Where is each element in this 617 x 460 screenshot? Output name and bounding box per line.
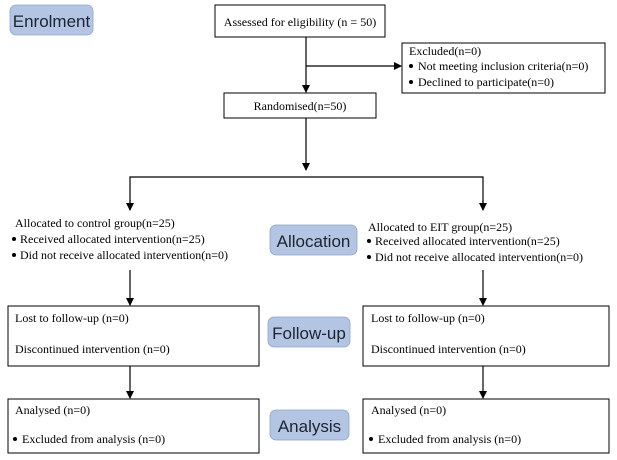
excluded-title: Excluded(n=0) <box>409 44 481 58</box>
bullet-icon <box>367 239 371 243</box>
randomised-box: Randomised(n=50) <box>223 92 377 119</box>
eit-lost-text: Lost to follow-up (n=0) <box>371 311 485 325</box>
assessed-text: Assessed for eligibility (n = 50) <box>224 15 376 29</box>
control-allocation: Allocated to control group(n=25) Receive… <box>12 216 228 262</box>
split-connector <box>129 176 484 210</box>
eit-allocated-text: Allocated to EIT group(n=25) <box>368 220 512 234</box>
stage-allocation: Allocation <box>269 224 358 256</box>
eit-item: Did not receive allocated intervention(n… <box>375 250 583 264</box>
stage-enrolment: Enrolment <box>9 4 94 36</box>
bullet-icon <box>409 80 413 84</box>
bullet-icon <box>12 253 16 257</box>
control-allocated-text: Allocated to control group(n=25) <box>15 216 175 230</box>
eit-analysed-text: Analysed (n=0) <box>371 403 446 417</box>
bullet-icon <box>13 437 17 441</box>
stage-allocation-label: Allocation <box>277 232 351 251</box>
bullet-icon <box>12 237 16 241</box>
bullet-icon <box>369 437 373 441</box>
randomised-text: Randomised(n=50) <box>254 99 347 113</box>
stage-analysis-label: Analysis <box>278 417 341 436</box>
stage-analysis: Analysis <box>269 409 350 441</box>
control-analysis-box: Analysed (n=0) Excluded from analysis (n… <box>7 398 260 454</box>
stage-follow-up-label: Follow-up <box>272 324 346 343</box>
eit-analysis-box: Analysed (n=0) Excluded from analysis (n… <box>362 398 610 454</box>
eit-discontinued-text: Discontinued intervention (n=0) <box>371 342 526 356</box>
eit-allocation: Allocated to EIT group(n=25) Received al… <box>367 220 583 264</box>
control-lost-text: Lost to follow-up (n=0) <box>15 311 129 325</box>
control-analysed-text: Analysed (n=0) <box>15 403 90 417</box>
bullet-icon <box>409 64 413 68</box>
control-followup-box: Lost to follow-up (n=0) Discontinued int… <box>7 305 260 367</box>
assessed-box: Assessed for eligibility (n = 50) <box>214 4 386 38</box>
excluded-item: Not meeting inclusion criteria(n=0) <box>418 59 588 73</box>
bullet-icon <box>367 255 371 259</box>
stage-follow-up: Follow-up <box>267 316 351 348</box>
control-excluded-text: Excluded from analysis (n=0) <box>22 432 165 446</box>
excluded-item: Declined to participate(n=0) <box>418 75 554 89</box>
stage-enrolment-label: Enrolment <box>13 12 91 31</box>
control-item: Received allocated intervention(n=25) <box>20 232 205 246</box>
eit-excluded-text: Excluded from analysis (n=0) <box>378 432 521 446</box>
eit-item: Received allocated intervention(n=25) <box>375 234 560 248</box>
excluded-box: Excluded(n=0) Not meeting inclusion crit… <box>401 42 606 94</box>
eit-followup-box: Lost to follow-up (n=0) Discontinued int… <box>362 305 610 367</box>
control-discontinued-text: Discontinued intervention (n=0) <box>15 342 170 356</box>
control-item: Did not receive allocated intervention(n… <box>20 248 228 262</box>
